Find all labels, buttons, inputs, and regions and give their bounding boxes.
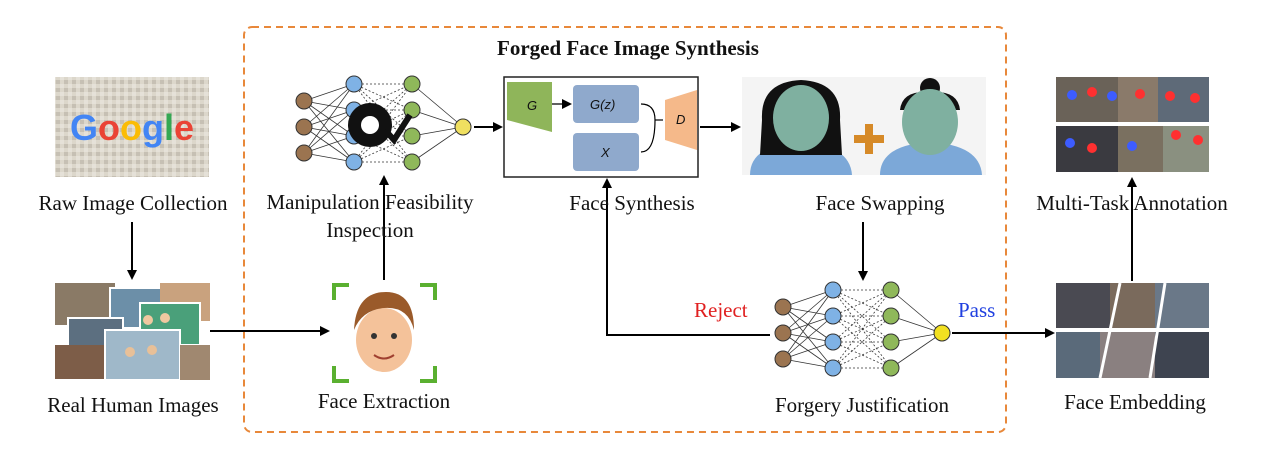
network-node <box>345 153 363 171</box>
arrow-reject <box>602 178 770 336</box>
label-manipulation-line1: Manipulation Feasibility <box>266 190 474 214</box>
network-node <box>824 281 842 299</box>
google-logo: Google <box>70 107 194 148</box>
network-node <box>824 333 842 351</box>
gan-x-box <box>573 133 639 171</box>
network-node <box>345 75 363 93</box>
network-node <box>882 359 900 377</box>
network-node <box>774 298 792 316</box>
label-real-human-images: Real Human Images <box>47 393 219 417</box>
network-node <box>454 118 472 136</box>
label-reject: Reject <box>694 298 748 322</box>
manipulation-network-icon <box>295 75 472 171</box>
network-node <box>295 118 313 136</box>
synthesis-group-border <box>243 26 1007 433</box>
network-node <box>403 153 421 171</box>
label-face-embedding: Face Embedding <box>1064 390 1206 414</box>
label-forgery-justification: Forgery Justification <box>774 393 949 417</box>
face-extraction-icon <box>332 283 437 383</box>
gear-icon <box>348 103 413 147</box>
network-node <box>295 144 313 162</box>
network-node <box>824 359 842 377</box>
gan-x-label: X <box>600 145 611 160</box>
gan-d-label: D <box>676 112 685 127</box>
label-face-swapping: Face Swapping <box>815 191 945 215</box>
label-face-synthesis: Face Synthesis <box>569 191 695 215</box>
gan-gz-label: G(z) <box>590 97 615 112</box>
forgery-justification-network-icon <box>774 281 951 377</box>
gan-discriminator <box>665 90 697 150</box>
network-node <box>882 333 900 351</box>
network-node <box>403 127 421 145</box>
group-title: Forged Face Image Synthesis <box>497 36 759 60</box>
network-node <box>774 324 792 342</box>
face-embedding-collage <box>1056 282 1209 379</box>
network-node <box>824 307 842 325</box>
label-manipulation-line2: Inspection <box>326 218 414 242</box>
label-raw-image-collection: Raw Image Collection <box>38 191 228 215</box>
gan-diagram: G G(z) X D <box>503 76 699 178</box>
google-collage-image: Google <box>55 77 209 177</box>
gan-gz-box <box>573 85 639 123</box>
gan-generator <box>507 82 552 132</box>
network-node <box>774 350 792 368</box>
real-human-images-collage <box>55 283 210 381</box>
label-face-extraction: Face Extraction <box>317 389 451 413</box>
multitask-annotation-collage <box>1056 77 1209 172</box>
network-node <box>882 281 900 299</box>
plus-icon <box>854 124 884 154</box>
network-node <box>403 75 421 93</box>
gan-g-label: G <box>527 98 537 113</box>
network-node <box>295 92 313 110</box>
label-multitask-annotation: Multi-Task Annotation <box>1036 191 1228 215</box>
label-pass: Pass <box>958 298 996 322</box>
face-swapping-image <box>742 77 986 175</box>
network-node <box>882 307 900 325</box>
network-node <box>933 324 951 342</box>
